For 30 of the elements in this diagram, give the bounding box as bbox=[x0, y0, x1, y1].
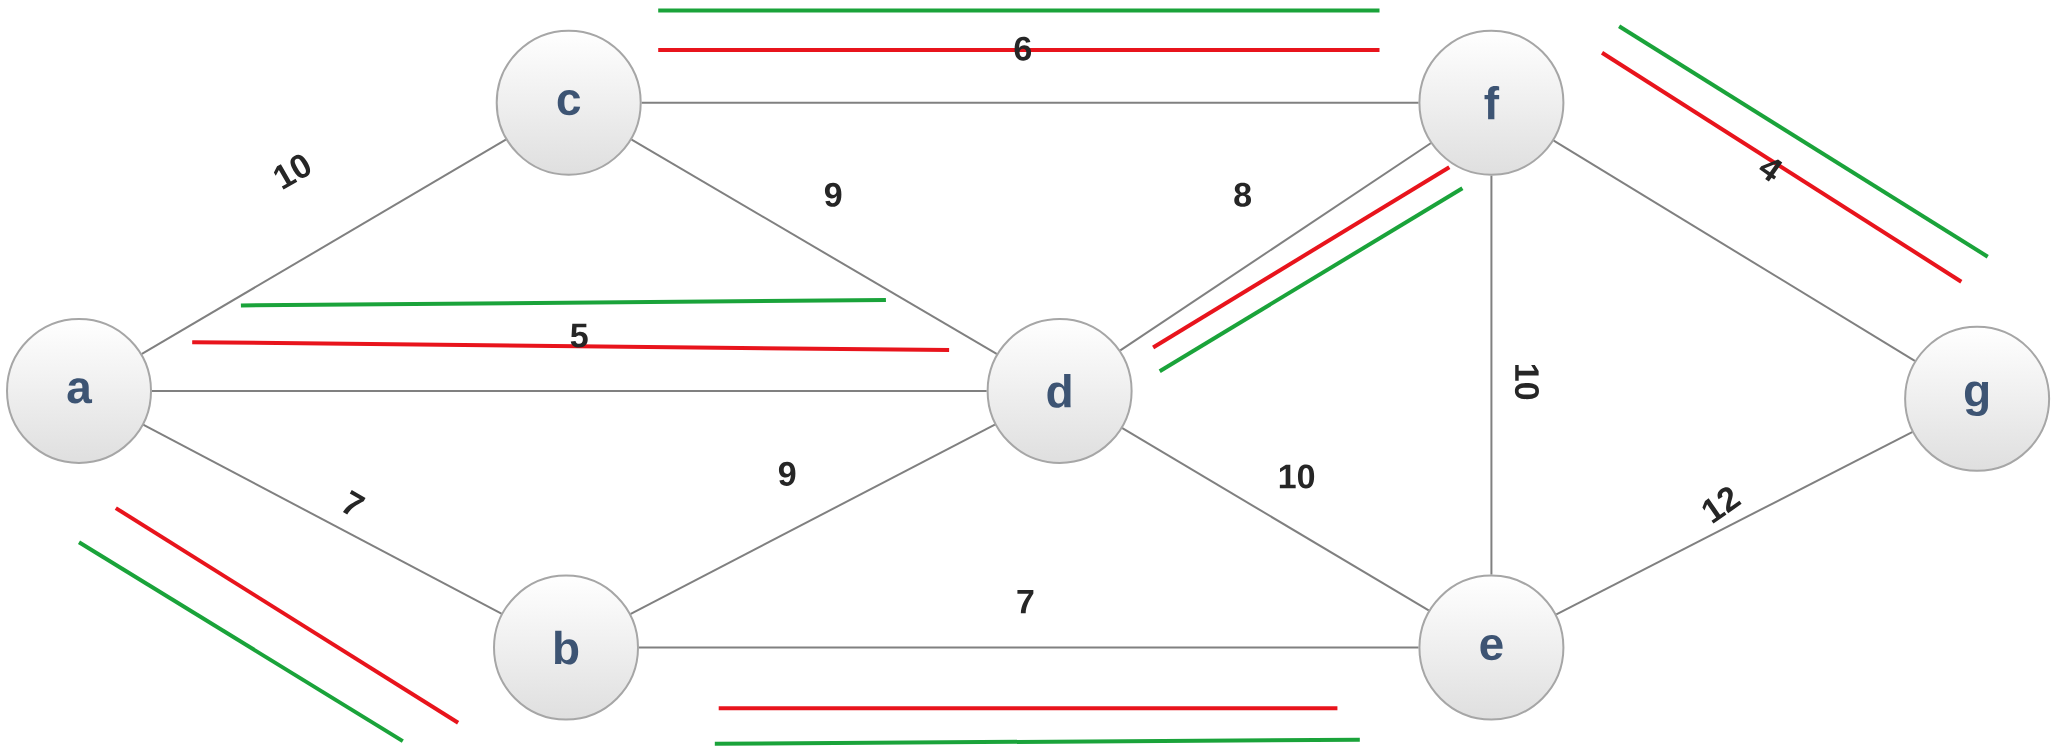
graph-edge bbox=[1490, 174, 1493, 576]
graph-edge bbox=[638, 646, 1420, 649]
graph-vertex: b bbox=[493, 574, 639, 721]
weight-label: 9 bbox=[824, 182, 842, 207]
graph-edge bbox=[640, 101, 1420, 104]
graph-edge bbox=[140, 138, 507, 355]
graph-edge bbox=[630, 138, 998, 355]
graph-edge bbox=[1121, 427, 1430, 612]
graph-edge bbox=[1119, 142, 1432, 352]
weight-label: 12 bbox=[1702, 487, 1742, 524]
weight-label: 9 bbox=[778, 461, 796, 486]
graph-vertex: a bbox=[6, 317, 152, 464]
weight-label: 10 bbox=[1514, 364, 1539, 400]
weight-label: 8 bbox=[1234, 182, 1251, 207]
weight-label: 7 bbox=[343, 490, 366, 515]
graph-vertex: f bbox=[1418, 29, 1565, 176]
weight-label: 5 bbox=[570, 323, 588, 348]
graph-edge bbox=[629, 423, 996, 615]
weight-label: 10 bbox=[273, 154, 311, 190]
graph-edge bbox=[1555, 431, 1914, 616]
weight-label: 10 bbox=[1279, 464, 1315, 489]
graph-vertex: d bbox=[986, 317, 1133, 464]
weight-label: 4 bbox=[1759, 159, 1783, 182]
graph-edge bbox=[151, 389, 988, 392]
graph-vertex: c bbox=[495, 29, 642, 176]
graph-vertex: e bbox=[1418, 574, 1565, 721]
graph-edge bbox=[1552, 139, 1916, 362]
graph-vertex: g bbox=[1904, 325, 2051, 472]
graph-edge bbox=[142, 423, 503, 615]
weight-label: 7 bbox=[1017, 589, 1034, 614]
